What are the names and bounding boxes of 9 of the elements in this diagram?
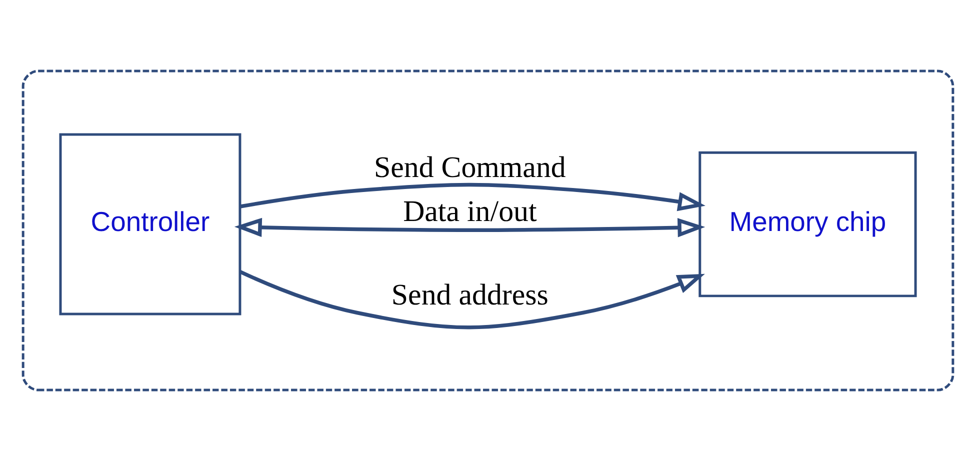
node-box: Memory chip (698, 150, 917, 297)
arrow (234, 217, 706, 237)
cluster (22, 69, 954, 391)
arrow (239, 270, 705, 329)
edge-label: Send address (391, 278, 548, 311)
node-box: Controller (59, 132, 242, 315)
edge-label: Data in/out (403, 194, 537, 228)
arrow (240, 182, 706, 211)
edge-label: Send Command (374, 150, 566, 184)
